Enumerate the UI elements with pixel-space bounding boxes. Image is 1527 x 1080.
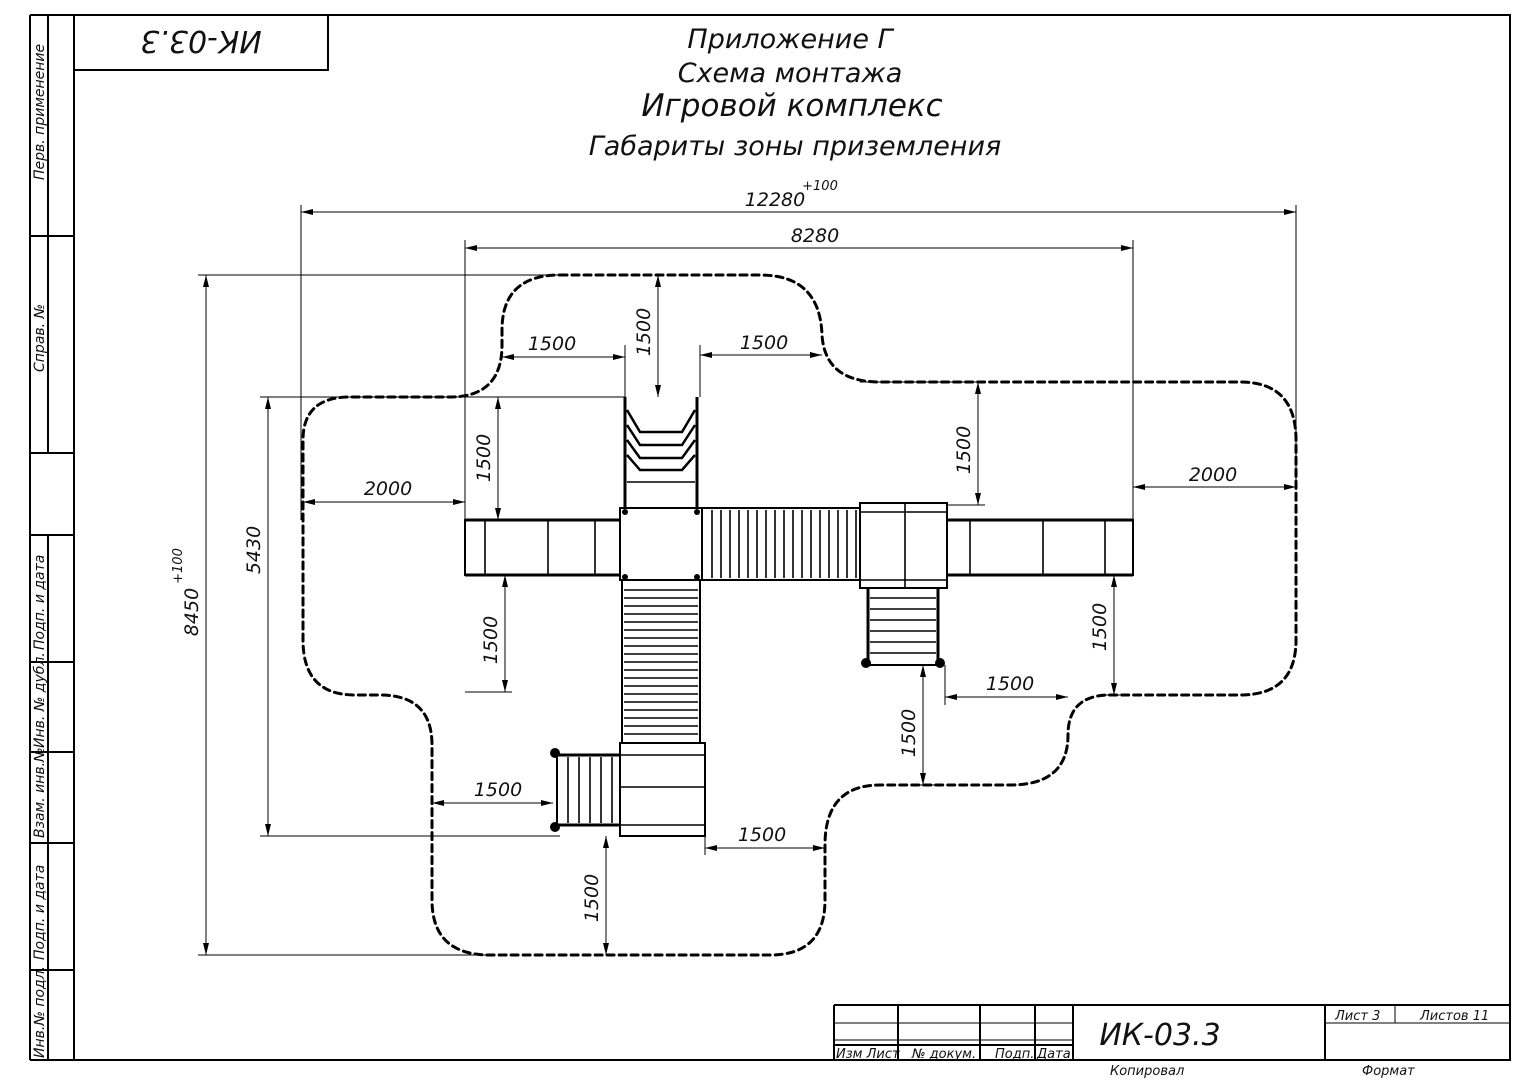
dim-right-upper-vertical: 1500 — [953, 426, 975, 474]
top-climber — [623, 397, 699, 508]
doc-code-rotated: ИК-03.3 — [140, 23, 261, 58]
horizontal-bridge — [701, 507, 861, 581]
title-subtitle: Габариты зоны приземления — [589, 131, 1002, 162]
right-stair — [861, 587, 945, 668]
dim-left-lower-vertical: 1500 — [480, 616, 502, 664]
central-platform — [619, 507, 703, 581]
dim-top-left-offset: 1500 — [528, 333, 576, 355]
dim-stair-right-vertical: 1500 — [898, 709, 920, 757]
side-label-perv-primenenie: Перв. применение — [32, 44, 48, 180]
landing-zone-outline — [301, 273, 1298, 957]
tb-n-dokum: № докум. — [911, 1047, 976, 1062]
lower-left-stair — [550, 748, 621, 832]
dim-right-side: 2000 — [1189, 464, 1237, 486]
title-appendix: Приложение Г — [687, 24, 894, 55]
title-object: Игровой комплекс — [641, 88, 942, 124]
dim-bottom-right-horizontal: 1500 — [738, 824, 786, 846]
right-tunnel — [946, 518, 1134, 577]
tb-list-label: Лист 3 — [1334, 1009, 1380, 1024]
dim-overall-width-tol: +100 — [802, 179, 838, 194]
left-tunnel — [464, 518, 621, 577]
dim-overall-height-tol: +100 — [171, 548, 186, 584]
side-label-podp-data-1: Подп. и дата — [32, 555, 48, 650]
tb-data: Дата — [1036, 1047, 1071, 1062]
tb-format: Формат — [1362, 1064, 1415, 1079]
tb-list: Лист — [866, 1047, 900, 1062]
dim-complex-width: 8280 — [791, 225, 839, 247]
dim-left-side: 2000 — [364, 478, 412, 500]
dim-overall-height: 8450 — [181, 588, 203, 636]
tb-kopiroval: Копировал — [1110, 1064, 1184, 1079]
dimensions: 12280 +100 8280 8450 +100 5430 1500 1500 — [171, 179, 1297, 956]
dim-bottom-vertical: 1500 — [581, 874, 603, 922]
dim-complex-height: 5430 — [243, 526, 265, 574]
dim-stair-right-horizontal: 1500 — [986, 673, 1034, 695]
side-stamp: Перв. применение Справ. № Подп. и дата И… — [29, 14, 74, 1061]
lower-platform — [619, 742, 706, 837]
dim-left-upper-vertical: 1500 — [473, 434, 495, 482]
tb-listov-label: Листов 11 — [1419, 1009, 1489, 1024]
dim-bottom-left-horizontal: 1500 — [474, 779, 522, 801]
side-label-vzam-inv-no: Взам. инв.№ — [32, 747, 48, 838]
title-scheme: Схема монтажа — [678, 58, 903, 89]
title-block-code: ИК-03.3 — [1099, 1018, 1220, 1053]
play-complex — [464, 397, 1134, 837]
title-block: ИК-03.3 Изм Лист № докум. Подп. Дата Лис… — [833, 1004, 1510, 1079]
tb-podp: Подп. — [995, 1047, 1034, 1062]
tb-izm: Изм — [836, 1047, 863, 1062]
side-label-inv-no-podl: Инв.№ подл. — [32, 966, 48, 1058]
doc-code-box: ИК-03.3 — [73, 14, 329, 71]
dim-overall-width: 12280 — [745, 189, 805, 211]
dim-top-vertical: 1500 — [633, 308, 655, 356]
sheet-frame — [73, 14, 1511, 1061]
vertical-bridge — [621, 579, 701, 744]
right-platform — [859, 502, 948, 589]
side-label-sprav-no: Справ. № — [32, 304, 48, 372]
side-label-podp-data-2: Подп. и дата — [32, 865, 48, 960]
side-label-inv-no-dubl: Инв. № дубл. — [32, 652, 48, 748]
dim-top-right-offset: 1500 — [740, 332, 788, 354]
tb-izm-list: Изм Лист — [836, 1047, 900, 1062]
dim-right-lower-vertical: 1500 — [1089, 603, 1111, 651]
